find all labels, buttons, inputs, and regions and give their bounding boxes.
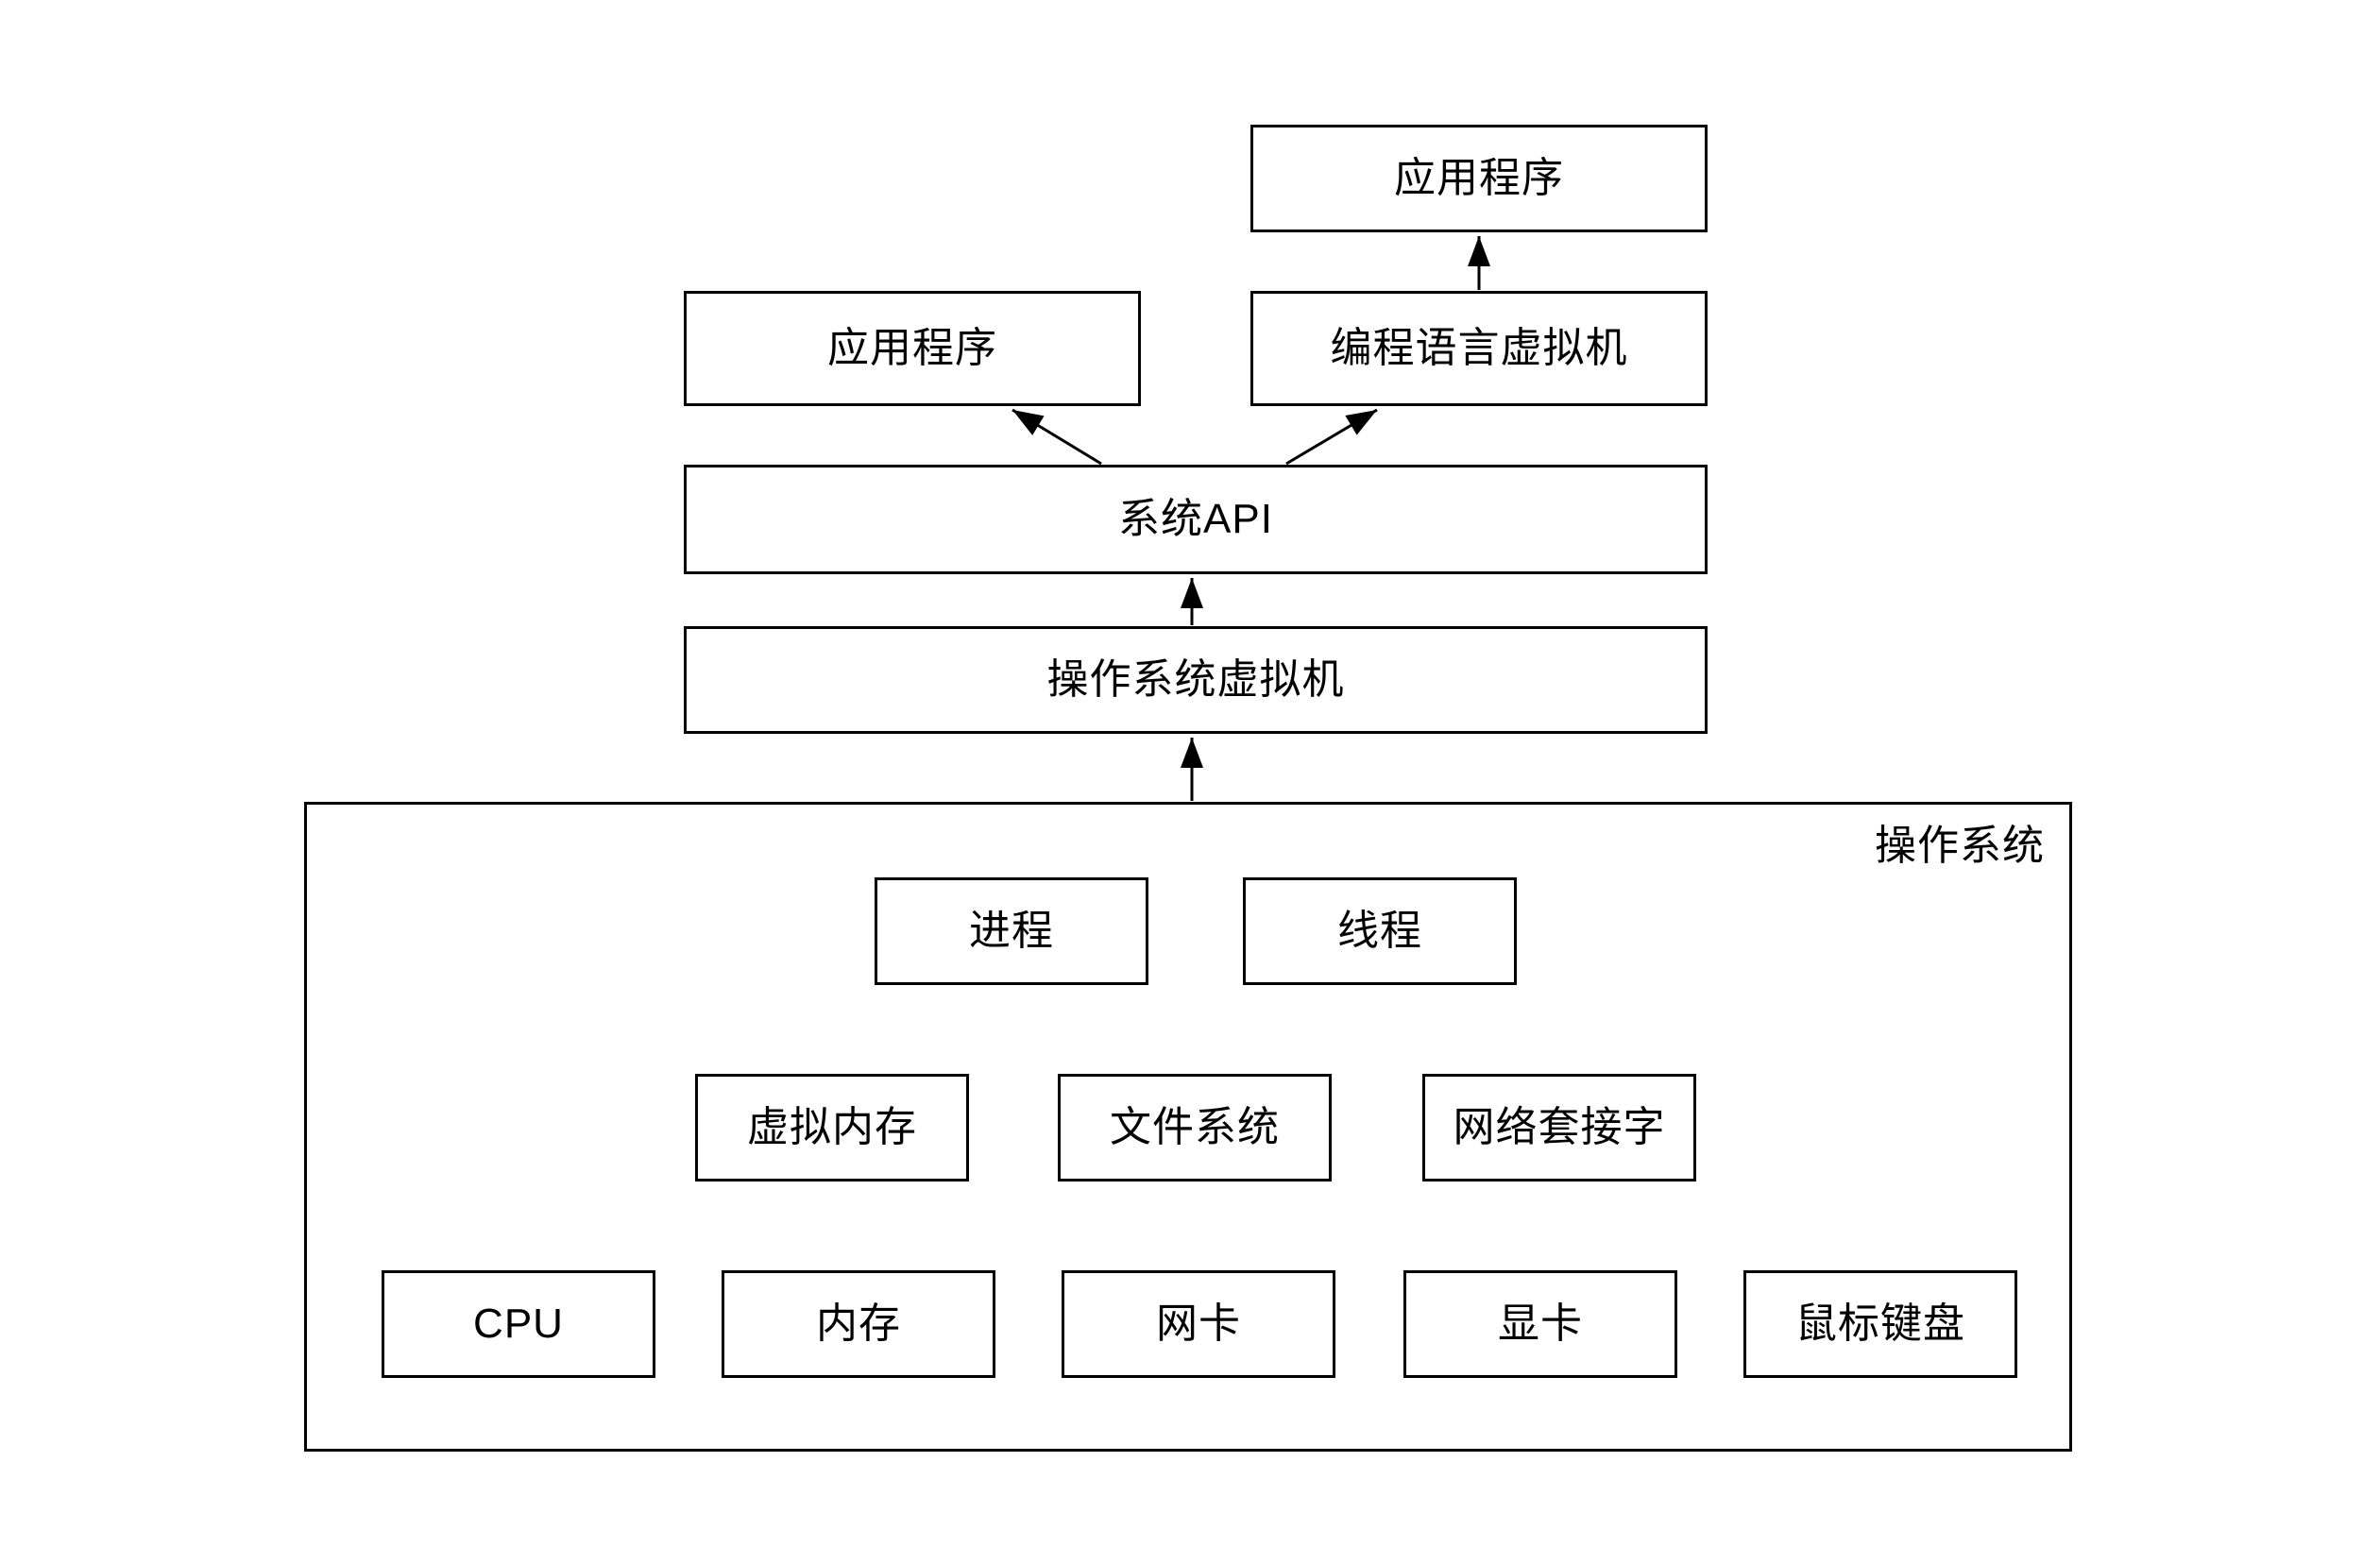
node-file-system-label: 文件系统 bbox=[1110, 1104, 1280, 1150]
node-process-label: 进程 bbox=[969, 908, 1054, 954]
node-memory-label: 内存 bbox=[816, 1300, 901, 1347]
node-network-card: 网卡 bbox=[1062, 1270, 1335, 1378]
node-thread-label: 线程 bbox=[1337, 908, 1422, 954]
node-network-socket: 网络套接字 bbox=[1422, 1074, 1696, 1182]
node-os-vm: 操作系统虚拟机 bbox=[684, 626, 1708, 734]
node-graphics-card-label: 显卡 bbox=[1498, 1300, 1583, 1347]
node-graphics-card: 显卡 bbox=[1403, 1270, 1677, 1378]
node-application-left-label: 应用程序 bbox=[827, 325, 997, 371]
node-virtual-memory-label: 虚拟内存 bbox=[747, 1104, 917, 1150]
node-cpu-label: CPU bbox=[473, 1300, 564, 1347]
node-mouse-keyboard: 鼠标键盘 bbox=[1743, 1270, 2017, 1378]
node-memory: 内存 bbox=[722, 1270, 995, 1378]
node-language-vm: 编程语言虚拟机 bbox=[1250, 291, 1708, 406]
node-cpu: CPU bbox=[382, 1270, 655, 1378]
node-os-vm-label: 操作系统虚拟机 bbox=[1046, 656, 1345, 703]
node-language-vm-label: 编程语言虚拟机 bbox=[1330, 325, 1628, 371]
os-container-label: 操作系统 bbox=[1875, 823, 2045, 869]
arrow-api-to-app-left bbox=[1012, 408, 1102, 466]
node-application-top-label: 应用程序 bbox=[1394, 155, 1564, 201]
node-application-top: 应用程序 bbox=[1250, 125, 1708, 232]
node-file-system: 文件系统 bbox=[1058, 1074, 1332, 1182]
node-mouse-keyboard-label: 鼠标键盘 bbox=[1795, 1300, 1965, 1347]
node-network-card-label: 网卡 bbox=[1156, 1300, 1241, 1347]
arrow-api-to-langvm bbox=[1285, 408, 1378, 466]
node-network-socket-label: 网络套接字 bbox=[1453, 1104, 1666, 1150]
node-process: 进程 bbox=[875, 877, 1148, 985]
node-application-left: 应用程序 bbox=[684, 291, 1141, 406]
node-virtual-memory: 虚拟内存 bbox=[695, 1074, 969, 1182]
node-thread: 线程 bbox=[1243, 877, 1517, 985]
node-system-api-label: 系统API bbox=[1118, 496, 1273, 542]
node-system-api: 系统API bbox=[684, 465, 1708, 574]
